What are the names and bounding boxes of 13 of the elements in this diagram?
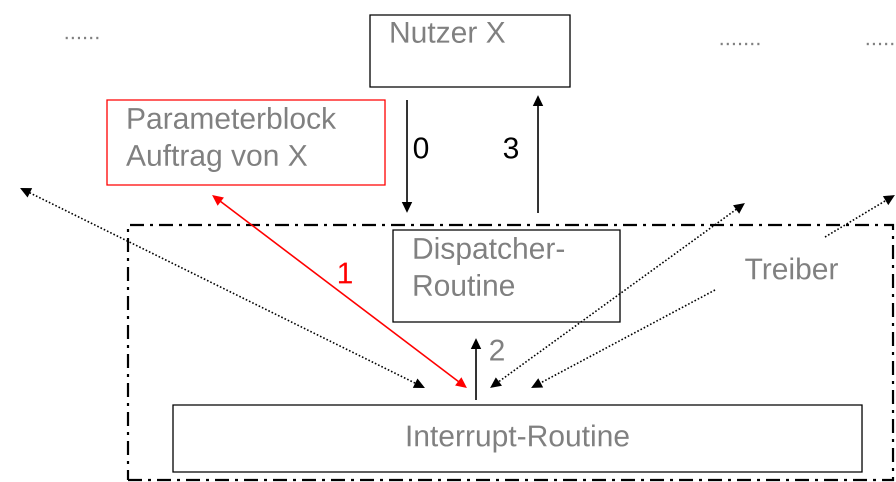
edge-label: 0 [414, 137, 428, 159]
dispatcher-box: Dispatcher- Routine [392, 229, 621, 323]
edge-label: 3 [504, 137, 518, 159]
edge-label: 1 [338, 262, 352, 284]
ellipsis: ...... [66, 36, 98, 40]
ellipsis: ....... [720, 42, 760, 46]
parameter-block-box: Parameterblock Auftrag von X [106, 99, 386, 186]
edge-label: 2 [490, 340, 504, 360]
driver-label: Treiber [745, 258, 838, 280]
ellipsis: ..... [866, 42, 894, 46]
interrupt-box: Interrupt-Routine [172, 404, 863, 473]
user-box: Nutzer X [369, 14, 571, 88]
driver-frame [126, 224, 894, 482]
